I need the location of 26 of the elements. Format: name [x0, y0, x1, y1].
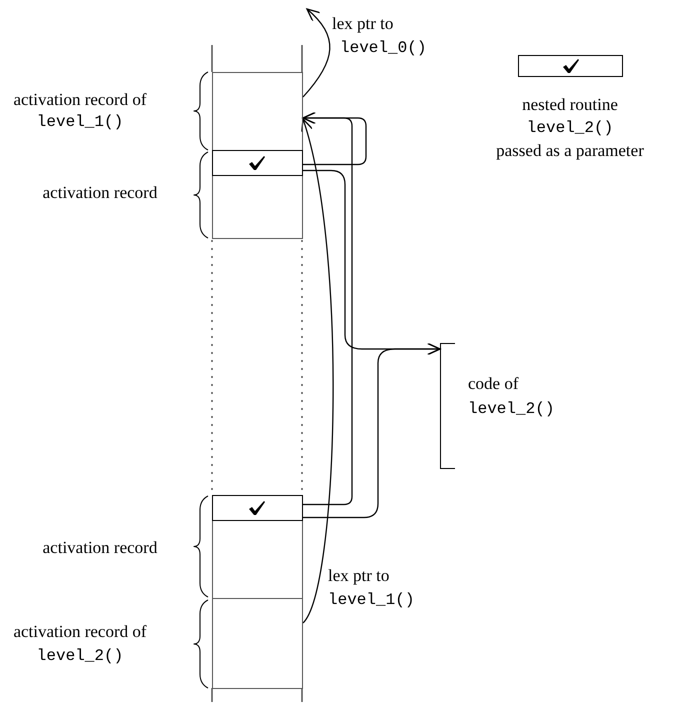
record-label: passed as a parameter	[495, 141, 645, 161]
pointer-arrow	[300, 118, 334, 624]
function-name: level_2()	[526, 118, 614, 138]
pointer-label: lex ptr to	[328, 566, 390, 586]
function-name: level_1()	[328, 590, 414, 610]
record-label: activation record of	[12, 622, 148, 642]
function-name: level_2()	[36, 646, 124, 666]
parameter-cell	[212, 150, 302, 176]
activation-record-frame	[212, 598, 303, 689]
activation-record-frame	[212, 150, 303, 239]
node-text: code of	[468, 374, 519, 394]
record-label: nested routine	[521, 95, 619, 115]
pointer-arrow	[302, 8, 330, 98]
record-label: activation record of	[12, 90, 148, 110]
function-name: level_2()	[468, 399, 554, 419]
activation-record-frame	[212, 72, 303, 151]
parameter-cell	[212, 494, 302, 520]
record-label: activation record	[42, 183, 158, 203]
pointer-arrow	[302, 112, 353, 506]
parameter-cell	[518, 55, 623, 77]
function-name: level_0()	[340, 38, 426, 58]
activation-record-frame	[212, 495, 303, 599]
record-label: activation record	[42, 538, 158, 558]
pointer-label: lex ptr to	[332, 14, 394, 34]
function-name: level_1()	[36, 112, 124, 132]
pointer-arrow	[303, 342, 441, 518]
